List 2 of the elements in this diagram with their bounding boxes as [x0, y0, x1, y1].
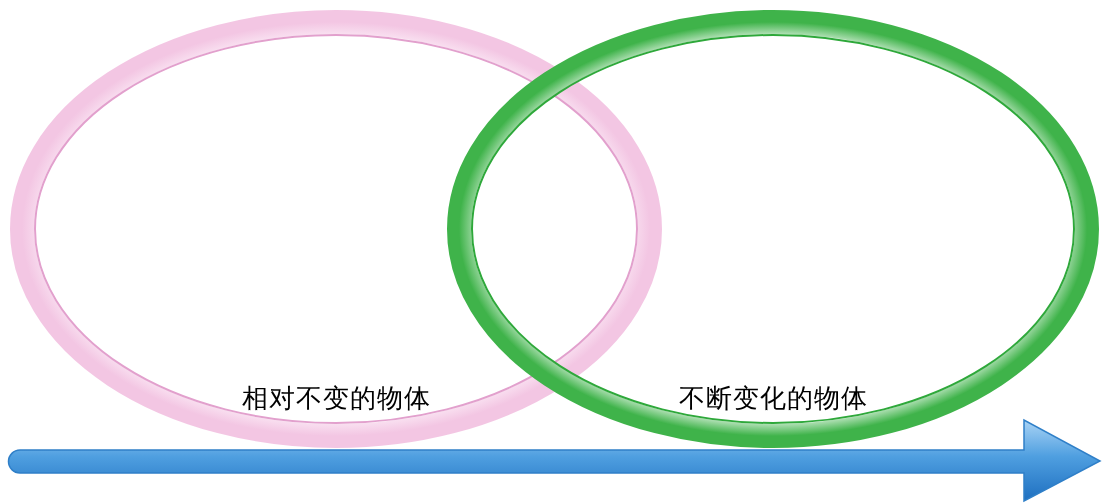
node-label: 不断变化的物体: [678, 382, 868, 414]
node-label: 相对不变的物体: [241, 382, 431, 414]
